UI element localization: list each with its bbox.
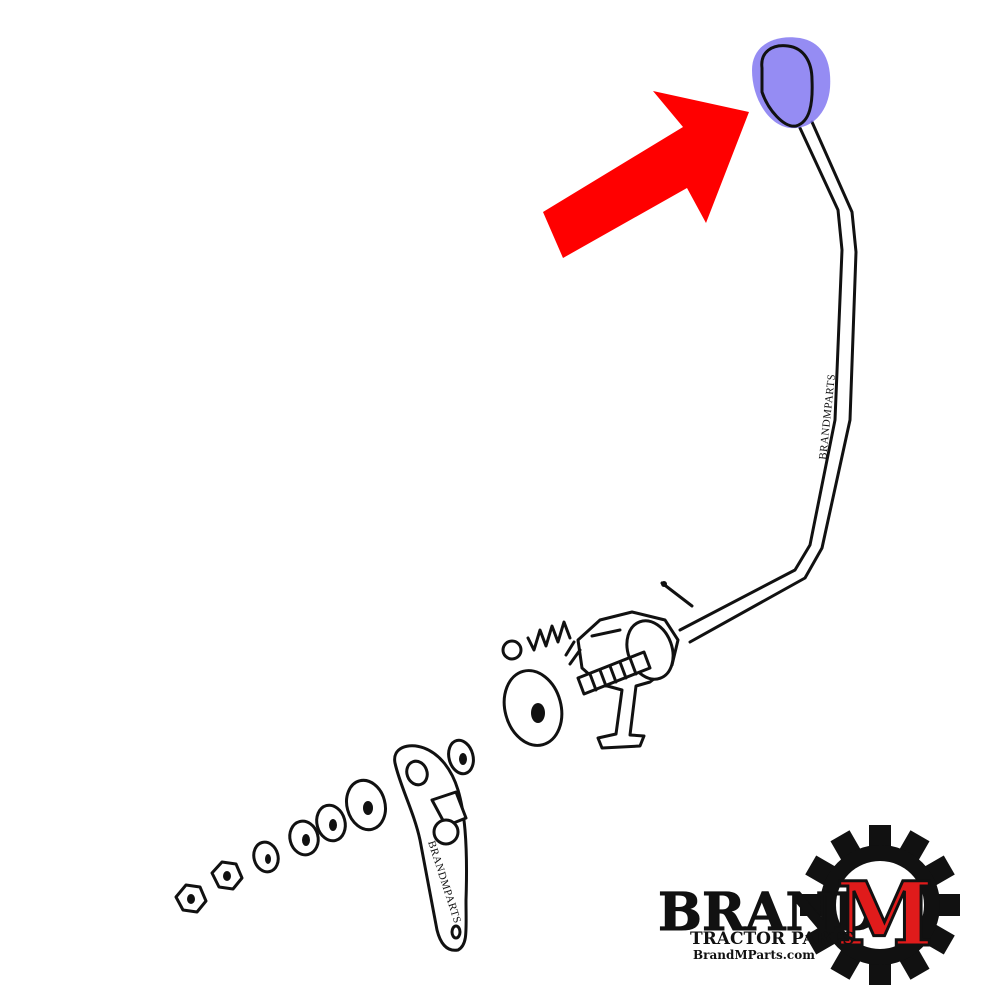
flat-washer-3	[288, 819, 320, 857]
lock-washer	[252, 840, 280, 874]
gear-icon	[800, 825, 960, 985]
cotter-pin-eye	[661, 581, 667, 587]
lower-arm: BRANDMPARTS	[393, 744, 469, 952]
tagline: TRACTOR PARTS	[690, 929, 855, 949]
flat-washer-1	[345, 778, 387, 832]
brand-letter: M	[836, 862, 933, 966]
hex-nut-1	[210, 860, 244, 891]
small-washer	[447, 738, 475, 776]
detent-ball	[501, 639, 523, 661]
detent-spring	[526, 620, 582, 666]
flat-washer-2	[315, 803, 347, 843]
website: BrandMParts.com	[693, 948, 815, 962]
pointer-arrow	[543, 91, 749, 258]
threaded-bolt	[576, 650, 652, 696]
brand-word: BRAND	[658, 882, 878, 943]
cotter-pin	[660, 581, 694, 608]
knob-highlight	[752, 37, 831, 129]
brand-logo: BRAND M TRACTOR PARTS BrandMParts.com	[658, 825, 960, 985]
friction-disc	[502, 669, 564, 747]
lever-knob	[752, 37, 831, 129]
hex-nut-2	[174, 883, 208, 914]
